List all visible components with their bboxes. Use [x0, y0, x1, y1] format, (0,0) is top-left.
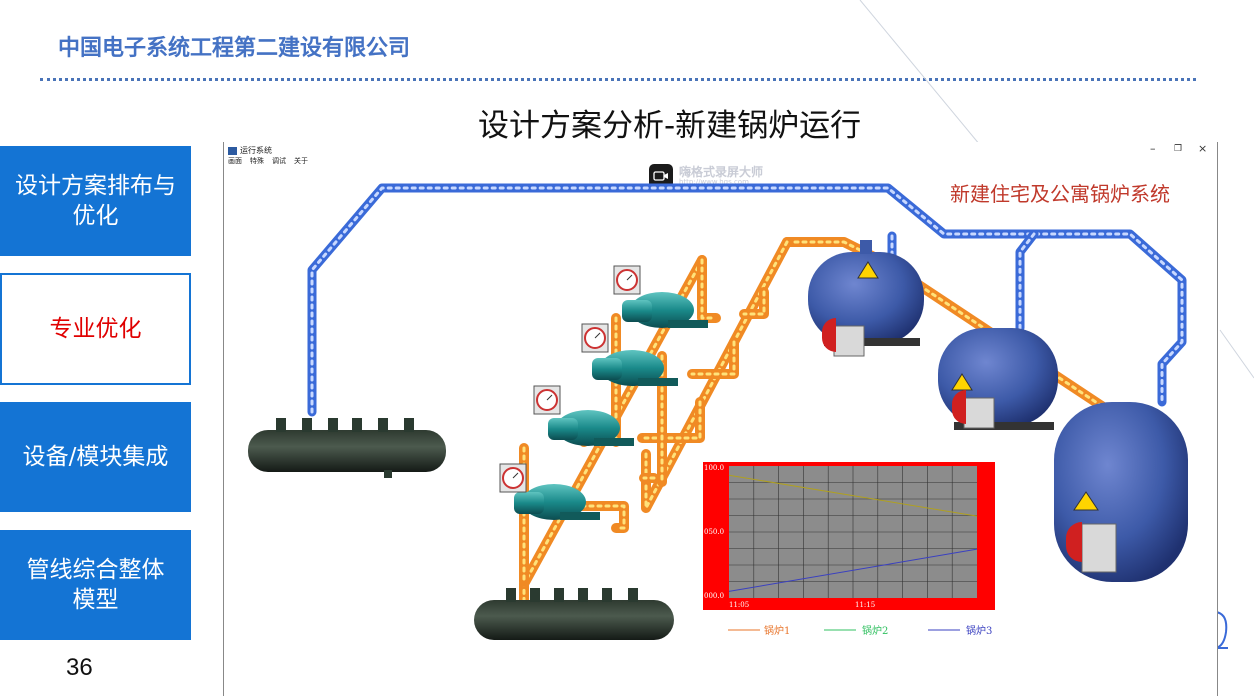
- company-name: 中国电子系统工程第二建设有限公司: [58, 36, 411, 61]
- page-title: 设计方案分析-新建锅炉运行: [478, 108, 862, 144]
- menu-item-special[interactable]: 特殊: [250, 157, 264, 165]
- legend-label-boiler-2: 锅炉2: [862, 625, 888, 637]
- app-window: 运行系统 画面 特殊 调试 关于 – ❐ × 新建住宅及公寓锅炉系统 嗨格式录屏…: [223, 142, 1218, 696]
- watermark-url: http://www.hgs.com: [679, 178, 749, 186]
- sidebar-item-pipeline-model[interactable]: 管线综合整体模型: [0, 530, 191, 640]
- system-title: 新建住宅及公寓锅炉系统: [950, 182, 1170, 206]
- window-titlebar: 运行系统: [228, 145, 272, 156]
- menu-item-screen[interactable]: 画面: [228, 157, 242, 165]
- app-icon: [228, 146, 237, 155]
- series-line-boiler-2: [728, 474, 978, 517]
- x-tick-1: 11:05: [729, 601, 749, 609]
- restore-button[interactable]: ❐: [1174, 144, 1183, 154]
- decorative-diagonal: [859, 0, 1254, 379]
- boiler-3: [1054, 402, 1188, 582]
- pressure-gauges: [499, 265, 641, 493]
- boiler-1: [808, 240, 924, 357]
- boiler-process-diagram: [248, 183, 1188, 640]
- sidebar-item-label: 专业优化: [49, 316, 142, 342]
- chart-legend: 锅炉1 锅炉2 锅炉3: [728, 625, 992, 637]
- y-tick-top: 100.0: [704, 464, 724, 472]
- header-divider: [40, 78, 1196, 81]
- return-water-pipes: [307, 183, 1187, 417]
- sidebar-item-label: 管线综合整体模型: [26, 557, 165, 613]
- sidebar-item-layout-optimization[interactable]: 设计方案排布与优化: [0, 146, 191, 256]
- window-menubar: 画面 特殊 调试 关于: [228, 156, 308, 166]
- legend-label-boiler-3: 锅炉3: [966, 625, 992, 637]
- y-tick-bottom: 000.0: [704, 592, 724, 600]
- distribution-header-bottom: [474, 588, 674, 640]
- sidebar-item-specialty-optimization[interactable]: 专业优化: [0, 273, 191, 385]
- trend-chart-svg: 100.0 050.0 000.0 11:05 11:15: [703, 462, 995, 610]
- watermark-name: 嗨格式录屏大师: [679, 165, 764, 179]
- boiler-2: [938, 328, 1058, 430]
- x-tick-2: 11:15: [855, 601, 875, 609]
- chart-series: [728, 474, 978, 592]
- series-line-boiler-3: [728, 548, 978, 592]
- boiler-units: [808, 240, 1188, 582]
- sidebar-item-equipment-integration[interactable]: 设备/模块集成: [0, 402, 191, 512]
- menu-item-debug[interactable]: 调试: [272, 157, 286, 165]
- legend-label-boiler-1: 锅炉1: [764, 625, 790, 637]
- minimize-button[interactable]: –: [1150, 142, 1156, 155]
- sidebar-item-label: 设计方案排布与优化: [15, 173, 176, 229]
- menu-item-about[interactable]: 关于: [294, 157, 308, 165]
- circulation-pumps: [514, 292, 708, 520]
- sidebar-item-label: 设备/模块集成: [22, 444, 169, 470]
- close-button[interactable]: ×: [1198, 142, 1208, 155]
- y-tick-mid: 050.0: [704, 528, 724, 536]
- window-title: 运行系统: [240, 146, 272, 155]
- distribution-header-top: [248, 418, 446, 478]
- page-number: 36: [66, 654, 93, 681]
- trend-chart: 100.0 050.0 000.0 11:05 11:15: [703, 462, 995, 610]
